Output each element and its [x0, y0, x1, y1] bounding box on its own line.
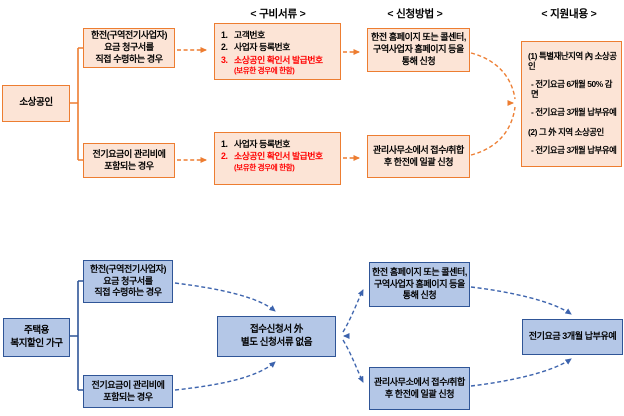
case-box-direct-bill-top: 한전(구역전기사업자) 요금 청구서를 직접 수령하는 경우 [83, 28, 175, 68]
source-line: 주택용 [23, 325, 50, 337]
case-line: 한전(구역전기사업자) [89, 263, 167, 274]
receipt-box-no-extra-docs: 접수신청서 外 별도 신청서류 없음 [217, 316, 336, 357]
case-line: 직접 수령하는 경우 [94, 287, 162, 298]
doc-item-number: 3. [221, 54, 228, 65]
case-box-managed-fee-bottom: 전기요금이 관리비에 포함되는 경우 [83, 375, 173, 408]
curve-case-direct-to-receipt [174, 282, 276, 312]
doc-item: 1. 사업자 등록번호 [221, 138, 290, 150]
method-line: 구역사업자 홈페이지 등을 [373, 44, 464, 55]
doc-item-number: 2. [221, 151, 228, 162]
support-bullet: - 전기요금 6개월 50% 감면 [531, 79, 613, 100]
deferral-label: 전기요금 3개월 납부유예 [528, 331, 617, 342]
doc-item-highlighted: 3. 소상공인 확인서 발급번호 [221, 54, 323, 66]
curve-method-office-to-support [470, 106, 516, 156]
doc-note: (보유한 경우에 한함) [234, 65, 295, 75]
method-box-office-bottom: 관리사무소에서 접수/취합 후 한전에 일괄 신청 [369, 367, 470, 410]
receipt-line: 별도 신청서류 없음 [240, 336, 313, 348]
doc-item-text: 고객번호 [234, 30, 265, 40]
curve-receipt-to-method-office [342, 339, 364, 383]
docs-box-managed: 1. 사업자 등록번호 2. 소상공인 확인서 발급번호 (보유한 경우에 한함… [214, 132, 341, 185]
case-line: 직접 수령하는 경우 [95, 53, 163, 64]
method-line: 관리사무소에서 접수/취합 [374, 376, 465, 387]
doc-item: 2. 사업자 등록번호 [221, 41, 290, 53]
doc-item-text: 소상공인 확인서 발급번호 [234, 54, 323, 65]
support-heading: (1) 특별재난지역 內 소상공인 [528, 51, 617, 72]
case-line: 요금 청구서를 [103, 275, 153, 286]
bracket-small-business [70, 47, 83, 161]
doc-item-number: 2. [221, 42, 228, 53]
doc-item-text: 사업자 등록번호 [234, 139, 290, 149]
case-box-direct-bill-bottom: 한전(구역전기사업자) 요금 청구서를 직접 수령하는 경우 [83, 260, 173, 303]
method-line: 후 한전에 일괄 신청 [384, 388, 455, 399]
curve-case-managed-to-receipt [174, 361, 276, 391]
doc-item: 1. 고객번호 [221, 29, 265, 41]
support-details-box: (1) 특별재난지역 內 소상공인 - 전기요금 6개월 50% 감면 - 전기… [521, 41, 622, 167]
case-line: 한전(구역전기사업자) [90, 30, 168, 41]
source-box-small-business: 소상공인 [2, 85, 70, 122]
case-line: 포함되는 경우 [104, 160, 154, 171]
header-support-details: < 지원내용 > [541, 8, 597, 20]
header-required-documents: < 구비서류 > [250, 8, 306, 20]
source-box-welfare-household: 주택용 복지할인 가구 [3, 318, 70, 357]
method-line: 한전 홈페이지 또는 콜센터, [370, 32, 467, 43]
method-box-office-top: 관리사무소에서 접수/취합 후 한전에 일괄 신청 [367, 135, 470, 178]
case-line: 전기요금이 관리비에 [91, 379, 165, 390]
method-line: 통해 신청 [401, 55, 436, 66]
method-line: 구역사업자 홈페이지 등을 [374, 278, 465, 289]
method-box-online-bottom: 한전 홈페이지 또는 콜센터, 구역사업자 홈페이지 등을 통해 신청 [369, 262, 470, 307]
source-line: 복지할인 가구 [10, 337, 63, 349]
method-line: 관리사무소에서 접수/취합 [373, 144, 464, 155]
doc-note: (보유한 경우에 한함) [234, 162, 295, 172]
doc-item-number: 1. [221, 139, 228, 149]
support-heading: (2) 그 外 지역 소상공인 [528, 127, 604, 138]
case-line: 전기요금이 관리비에 [92, 148, 166, 159]
doc-item-number: 1. [221, 30, 228, 40]
doc-item-text: 소상공인 확인서 발급번호 [234, 151, 323, 162]
support-bullet: - 전기요금 3개월 납부유예 [531, 145, 617, 156]
method-line: 후 한전에 일괄 신청 [383, 156, 454, 167]
case-line: 요금 청구서를 [104, 42, 154, 53]
method-line: 통해 신청 [402, 290, 437, 301]
support-bullet: - 전기요금 3개월 납부유예 [531, 107, 617, 118]
doc-item-text: 사업자 등록번호 [234, 42, 290, 53]
receipt-line: 접수신청서 外 [249, 324, 304, 336]
curve-method-office-to-deferral [470, 358, 572, 387]
curve-method-online-to-support [470, 52, 516, 100]
method-box-online-top: 한전 홈페이지 또는 콜센터, 구역사업자 홈페이지 등을 통해 신청 [367, 28, 470, 72]
curve-method-online-to-deferral [470, 286, 572, 315]
case-line: 포함되는 경우 [103, 391, 153, 402]
method-line: 한전 홈페이지 또는 콜센터, [371, 266, 468, 277]
docs-box-direct: 1. 고객번호 2. 사업자 등록번호 3. 소상공인 확인서 발급번호 (보유… [214, 23, 341, 80]
deferral-box: 전기요금 3개월 납부유예 [522, 319, 623, 355]
header-application-method: < 신청방법 > [387, 8, 443, 20]
bracket-welfare-household [70, 280, 83, 391]
curve-receipt-to-method-online [342, 289, 364, 333]
doc-item-highlighted: 2. 소상공인 확인서 발급번호 [221, 150, 323, 162]
source-label: 소상공인 [19, 97, 53, 109]
case-box-managed-fee-top: 전기요금이 관리비에 포함되는 경우 [83, 143, 175, 178]
